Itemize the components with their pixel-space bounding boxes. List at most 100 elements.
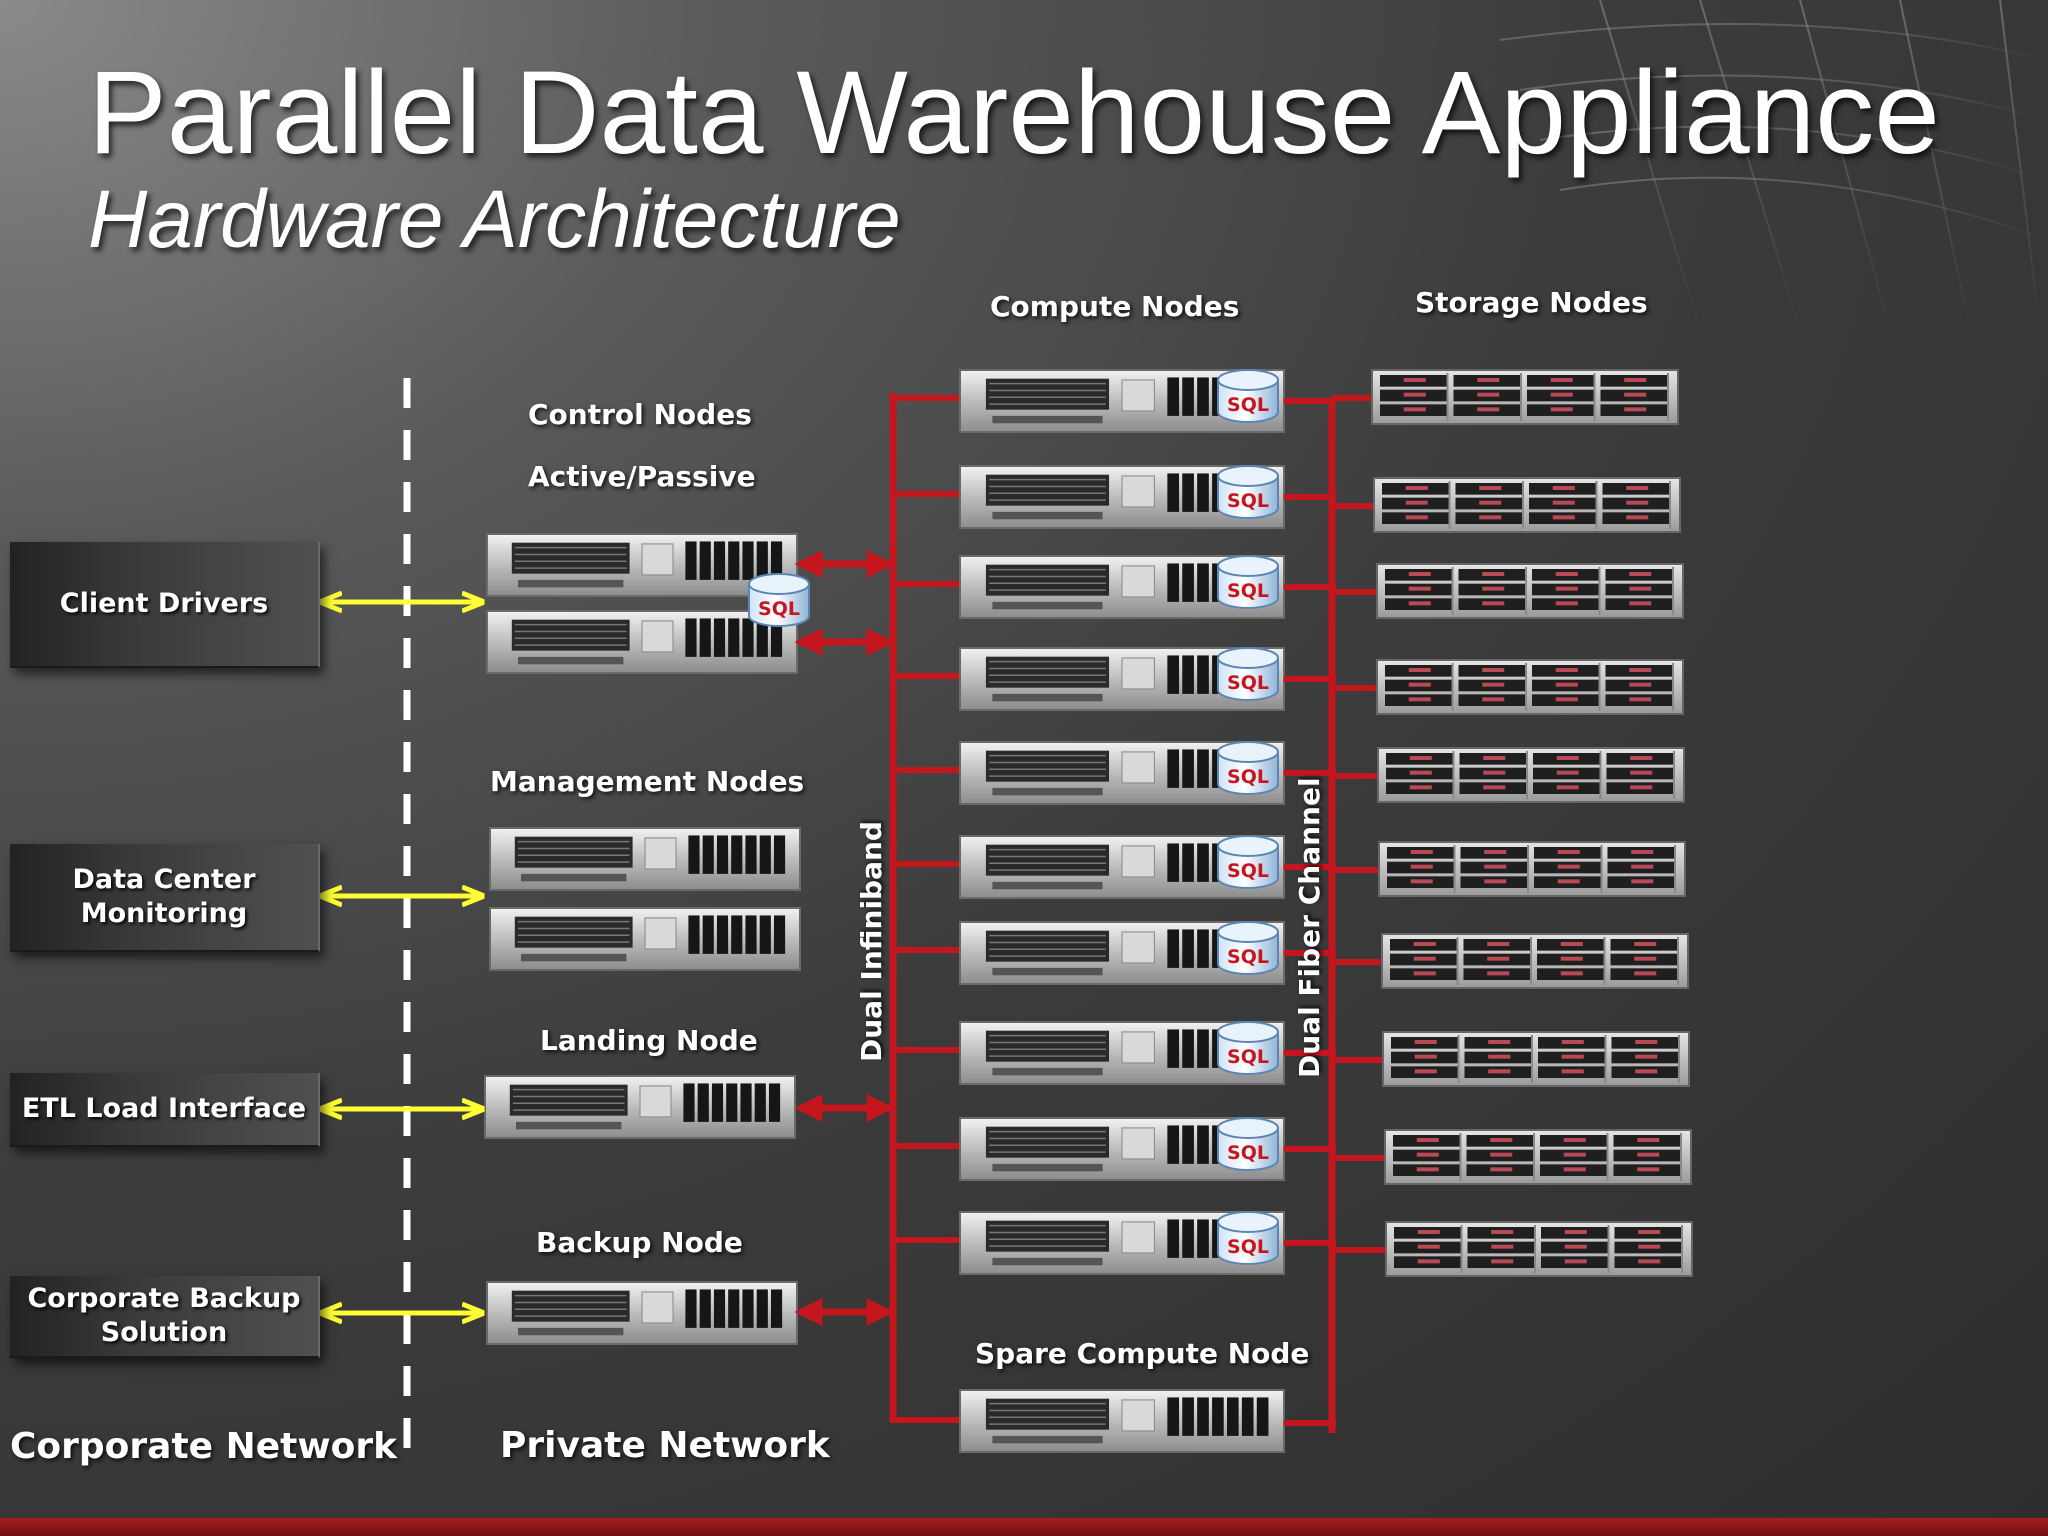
drive-led (1555, 697, 1578, 702)
drive-bay (702, 835, 714, 874)
storage-node-array (1376, 659, 1684, 715)
drive-bay (685, 1289, 697, 1328)
drive-led (1552, 486, 1575, 490)
drive-led (1482, 586, 1505, 591)
drive-bay (1182, 563, 1194, 602)
storage-node-array (1381, 933, 1689, 989)
server-label-strip (518, 1327, 624, 1336)
drive-led (1624, 392, 1647, 397)
drive-led (1408, 697, 1431, 702)
drive-led (1488, 1040, 1511, 1044)
drive-led (1637, 1138, 1660, 1142)
drive-bay (728, 541, 740, 580)
dual-infiniband-label: Dual Infiniband (855, 821, 888, 1062)
drive-led (1491, 1244, 1514, 1249)
drive-led (1483, 770, 1506, 775)
drive-divider (1451, 663, 1454, 711)
drive-bay (1197, 563, 1209, 602)
drive-led (1491, 1259, 1514, 1264)
server-label-strip (992, 1067, 1103, 1076)
sql-cylinder-body (1217, 752, 1279, 795)
sql-cylinder-body (1217, 932, 1279, 975)
drive-led (1413, 971, 1436, 976)
compute-sql-badge: SQL (1217, 1021, 1279, 1075)
drive-divider (1525, 663, 1527, 711)
sql-cylinder-body (1217, 566, 1279, 609)
sql-cylinder-top (1217, 369, 1279, 391)
drive-bay (756, 618, 768, 657)
drive-divider (1452, 751, 1455, 799)
drive-bay (742, 618, 754, 657)
server-control-panel (641, 1291, 674, 1324)
drive-bay (756, 541, 768, 580)
drive-divider (1672, 567, 1674, 615)
drive-divider (1600, 845, 1603, 893)
drive-led (1483, 756, 1506, 760)
slide-subtitle: Hardware Architecture (88, 174, 901, 265)
server-control-panel (639, 1085, 672, 1118)
drive-led (1563, 1167, 1586, 1172)
server-label-strip (516, 1121, 622, 1130)
drive-led (1416, 1152, 1439, 1157)
storage-node-array (1373, 477, 1681, 533)
drive-bay (1167, 655, 1180, 694)
drive-led (1630, 756, 1653, 760)
compute-nodes-heading: Compute Nodes (990, 290, 1240, 323)
drive-led (1557, 879, 1580, 884)
drive-bay (699, 618, 711, 657)
server-control-panel (1121, 1221, 1155, 1254)
drive-led (1409, 756, 1432, 760)
drive-led (1491, 1230, 1514, 1234)
server-label-strip (521, 873, 627, 882)
drive-led (1410, 850, 1433, 854)
drive-led (1626, 515, 1649, 520)
drive-bay (773, 915, 786, 954)
server-control-panel (644, 837, 677, 870)
drive-led (1635, 1069, 1658, 1074)
drive-bay (759, 915, 771, 954)
drive-led (1408, 586, 1431, 591)
drive-led (1557, 864, 1580, 869)
drive-led (1414, 1040, 1437, 1044)
drive-led (1560, 942, 1583, 946)
drive-divider (1522, 481, 1524, 529)
drive-led (1408, 682, 1431, 687)
server-control-panel (1121, 931, 1155, 964)
drive-bay (1197, 1397, 1209, 1436)
management-node-server (489, 907, 801, 971)
server-control-panel (1121, 1399, 1155, 1432)
drive-bay (1167, 377, 1180, 416)
drive-led (1629, 601, 1652, 606)
sql-badge-text: SQL (1227, 1142, 1269, 1164)
drive-led (1414, 1054, 1437, 1059)
drive-led (1484, 864, 1507, 869)
storage-node-array (1385, 1221, 1693, 1277)
active-passive-label: Active/Passive (528, 460, 756, 493)
sql-badge-text: SQL (1227, 946, 1269, 968)
drive-led (1631, 879, 1654, 884)
drive-led (1490, 1152, 1513, 1157)
drive-led (1482, 682, 1505, 687)
storage-node-array (1382, 1031, 1690, 1087)
compute-sql-badge: SQL (1217, 1211, 1279, 1265)
background-mesh-graphic (1500, 0, 2048, 330)
drive-led (1637, 1152, 1660, 1157)
drive-led (1555, 572, 1578, 576)
control-nodes-heading: Control Nodes (528, 398, 752, 431)
compute-sql-badge: SQL (1217, 741, 1279, 795)
drive-bay (716, 915, 729, 954)
drive-bay (773, 835, 786, 874)
server-control-panel (1121, 845, 1155, 878)
drive-bay (685, 541, 697, 580)
sql-badge-text: SQL (1227, 766, 1269, 788)
drive-led (1564, 1230, 1587, 1234)
drive-led (1417, 1259, 1440, 1264)
drive-led (1561, 1069, 1584, 1074)
drive-bay (1212, 1397, 1224, 1436)
drive-led (1487, 942, 1510, 946)
drive-bay (716, 835, 729, 874)
drive-divider (1667, 373, 1669, 421)
sql-badge-text: SQL (1227, 860, 1269, 882)
control-node-active-server (486, 533, 798, 597)
